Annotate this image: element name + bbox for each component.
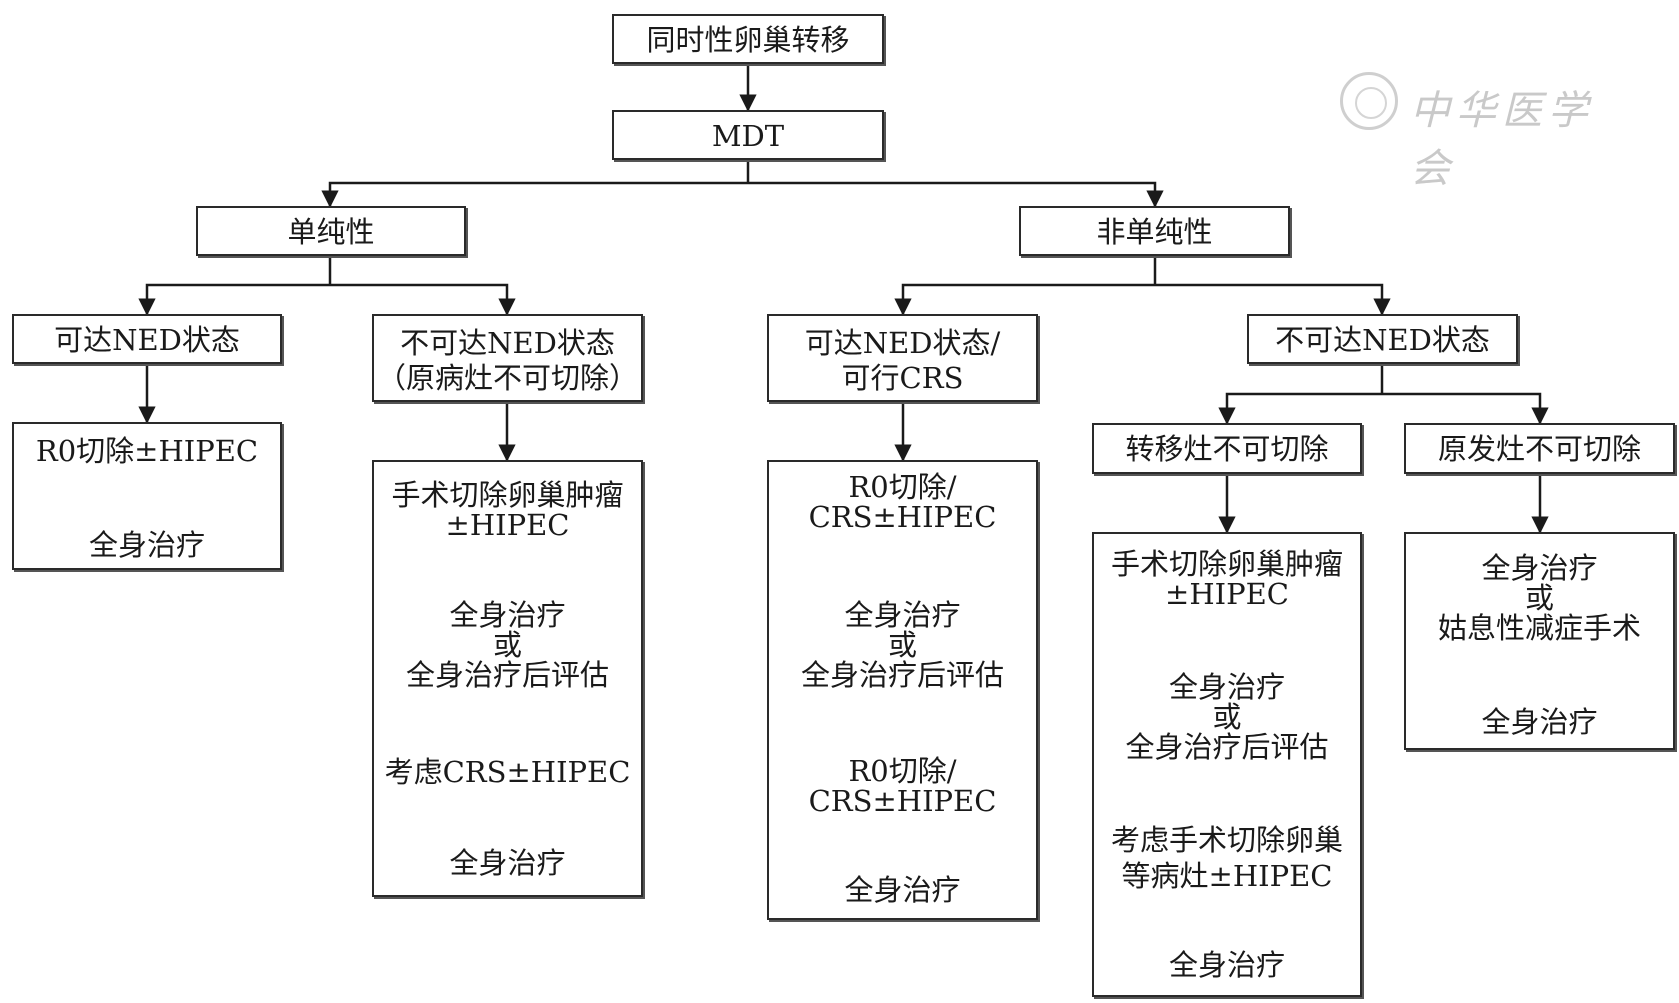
column-box-5: [1404, 532, 1675, 750]
node-nonsimple-nned: 不可达NED状态: [1247, 314, 1518, 364]
arrow-nnned-prim: [1382, 392, 1549, 425]
column-box-3: [767, 460, 1038, 920]
column-box-1: [12, 422, 282, 570]
node-nonsimple-label: 非单纯性: [1096, 215, 1213, 249]
society-seal-icon: [1340, 72, 1398, 130]
c2-step-3: 考虑CRS±HIPEC: [384, 755, 631, 789]
node-simple: 单纯性: [196, 206, 466, 256]
arrow-mdt-nonsimple: [748, 181, 1164, 208]
c3-step-4: 全身治疗: [844, 873, 961, 907]
c3-step-1: R0切除/ CRS±HIPEC: [808, 470, 997, 534]
c2-step-4: 全身治疗: [449, 846, 566, 880]
column-box-4: [1092, 532, 1362, 997]
c3-step-2: 全身治疗 或 全身治疗后评估: [800, 598, 1004, 692]
node-simple-label: 单纯性: [287, 215, 375, 249]
node-simple-ned: 可达NED状态: [12, 314, 282, 364]
c2-step-1: 手术切除卵巢肿瘤 ±HIPEC: [391, 478, 624, 542]
arrow-simple-ned: [138, 283, 330, 316]
c4-step-4: 全身治疗: [1168, 948, 1285, 982]
arrow-nnned-meta: [1218, 392, 1382, 425]
node-simple-ned-label: 可达NED状态: [54, 323, 240, 357]
node-meta-unresectable: 转移灶不可切除: [1092, 423, 1362, 474]
node-root-label: 同时性卵巢转移: [646, 23, 850, 57]
node-mdt-label: MDT: [711, 119, 785, 153]
c2-step-2: 全身治疗 或 全身治疗后评估: [405, 598, 609, 692]
node-nonsimple-nned-label: 不可达NED状态: [1275, 323, 1490, 357]
node-meta-unresectable-label: 转移灶不可切除: [1125, 432, 1329, 466]
watermark-text: 中华医学会: [1410, 88, 1594, 192]
arrow-nonsimple-nned: [1155, 283, 1391, 316]
c5-step-2: 全身治疗: [1481, 705, 1598, 739]
arrow-simple-nned: [330, 283, 516, 316]
c4-step-3: 考虑手术切除卵巢 等病灶±HIPEC: [1110, 823, 1343, 893]
node-root: 同时性卵巢转移: [612, 14, 884, 64]
arrow-mdt-simple: [321, 181, 748, 208]
node-mdt: MDT: [612, 110, 884, 160]
node-nonsimple-ned: 可达NED状态/ 可行CRS: [767, 314, 1038, 402]
c1-step-1: R0切除±HIPEC: [35, 434, 259, 468]
c3-step-3: R0切除/ CRS±HIPEC: [808, 754, 997, 818]
watermark: 中华医学会: [1340, 70, 1630, 192]
c1-step-2: 全身治疗: [88, 528, 205, 562]
column-box-2: [372, 460, 643, 897]
c5-step-1: 全身治疗 或 姑息性减症手术: [1437, 551, 1641, 645]
node-simple-nned: 不可达NED状态 （原病灶不可切除）: [372, 314, 643, 402]
node-primary-unresectable-label: 原发灶不可切除: [1437, 432, 1641, 466]
c4-step-1: 手术切除卵巢肿瘤 ±HIPEC: [1110, 547, 1343, 611]
arrow-nonsimple-ned: [894, 283, 1155, 316]
c4-step-2: 全身治疗 或 全身治疗后评估: [1125, 670, 1329, 764]
node-simple-nned-label: 不可达NED状态 （原病灶不可切除）: [376, 326, 638, 395]
node-nonsimple: 非单纯性: [1019, 206, 1290, 256]
node-primary-unresectable: 原发灶不可切除: [1404, 423, 1675, 474]
node-nonsimple-ned-label: 可达NED状态/ 可行CRS: [804, 326, 1001, 395]
